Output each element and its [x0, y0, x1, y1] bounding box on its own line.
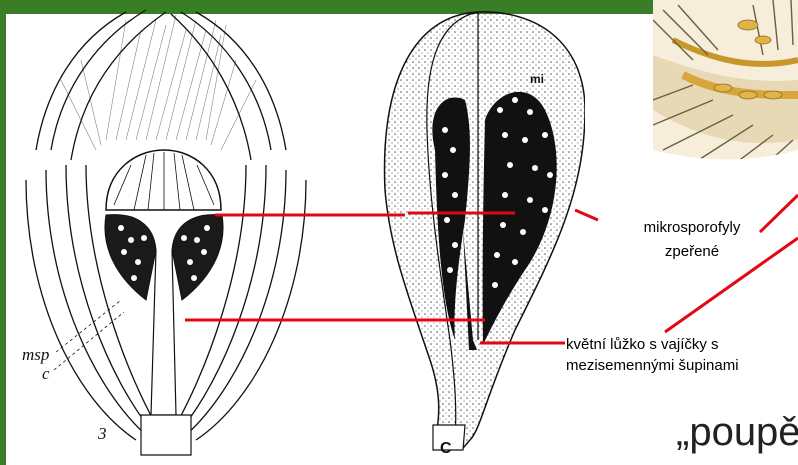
microsporophylls-label-line1: mikrosporofyly: [611, 218, 773, 237]
microsporophylls-label-line2: zpeřené: [611, 242, 773, 261]
bud-word: „poupě“: [676, 408, 798, 456]
receptacle-label-line1: květní lůžko s vajíčky s: [566, 335, 798, 354]
receptacle-label-line2: mezisemennými šupinami: [566, 356, 798, 375]
